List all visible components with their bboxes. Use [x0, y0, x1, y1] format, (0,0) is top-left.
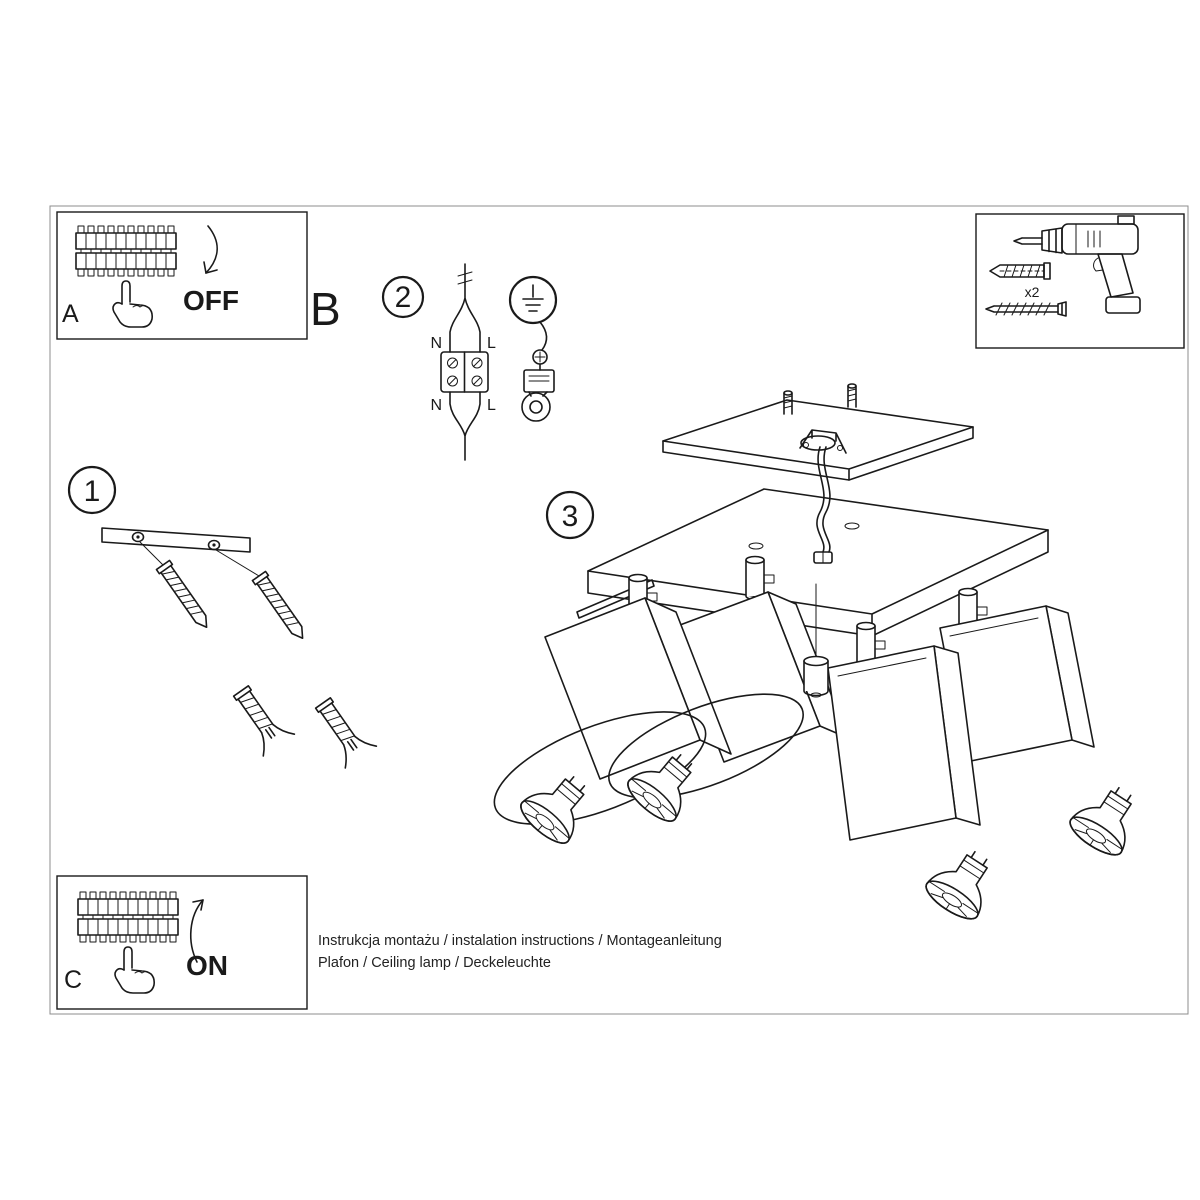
step-2-circle [381, 275, 425, 319]
neutral-top-label: N [430, 335, 442, 352]
terminal-block-icon [440, 351, 489, 393]
circuit-breaker-icon [75, 225, 177, 277]
step-3-assembly: 3 [493, 383, 1151, 927]
switch-up-arrow-icon [189, 899, 204, 963]
wall-plug-icon [989, 262, 1051, 280]
cable-cup-icon [803, 583, 829, 698]
step-1-circle [67, 465, 117, 515]
spotlight-shade [827, 645, 981, 841]
panel-c-label: C [64, 966, 82, 994]
anchor-quantity-label: x2 [1025, 284, 1040, 300]
threaded-stud-icon [783, 390, 793, 415]
step-1-mounting: 1 [67, 465, 378, 769]
mounting-screw-icon [155, 559, 214, 633]
circuit-breaker-icon [77, 891, 179, 943]
screw-icon [985, 301, 1067, 317]
tools-box: x2 [975, 213, 1185, 349]
section-b-wiring: B 2 N L N L [310, 263, 558, 461]
cable-split-icon [449, 263, 481, 353]
shade-rim [608, 693, 804, 799]
mounting-rod-icon [576, 579, 655, 619]
live-bottom-label: L [487, 397, 496, 414]
ceiling-mount-plate [662, 383, 974, 481]
alignment-lines [139, 541, 260, 577]
step-3-circle [545, 490, 595, 540]
off-label: OFF [183, 285, 239, 316]
wall-anchor-icon [306, 691, 378, 769]
mounting-bracket-icon [101, 527, 251, 553]
pointing-hand-icon [114, 946, 155, 994]
gu10-bulb-icon [1064, 774, 1151, 863]
mounting-screw-icon [251, 570, 310, 644]
footer-line-2: Plafon / Ceiling lamp / Deckeleuchte [318, 955, 551, 971]
neutral-bottom-label: N [430, 397, 442, 414]
switch-down-arrow-icon [203, 225, 218, 274]
sheet-border [49, 205, 1189, 1015]
ground-terminal-icon [521, 321, 555, 422]
shade-rim [493, 711, 707, 825]
tools-box-border [975, 213, 1185, 349]
spotlight-shade [939, 605, 1095, 763]
threaded-stud-icon [847, 383, 857, 408]
panel-a-label: A [62, 300, 79, 328]
mounting-strap-icon [799, 429, 847, 454]
cable-hole [800, 435, 836, 451]
power-on-panel: C ON [56, 875, 308, 1010]
live-top-label: L [487, 335, 496, 352]
spotlight-shade [544, 597, 732, 780]
ground-symbol-icon [508, 275, 558, 325]
step-2-number: 2 [395, 281, 412, 314]
gu10-bulb-icon [514, 761, 603, 851]
step-3-number: 3 [562, 500, 579, 533]
footer-line-1: Instrukcja montażu / instalation instruc… [318, 933, 722, 949]
on-label: ON [186, 950, 228, 981]
wall-anchor-icon [224, 679, 296, 757]
step-1-number: 1 [84, 475, 101, 508]
section-b-label: B [310, 283, 341, 335]
power-off-box-border [56, 211, 308, 340]
power-cable [813, 446, 833, 564]
power-off-panel: A OFF [56, 211, 308, 340]
cable-join-icon [449, 391, 481, 461]
power-on-box-border [56, 875, 308, 1010]
gu10-bulb-icon [920, 838, 1007, 927]
drill-icon [1013, 215, 1141, 314]
pointing-hand-icon [112, 280, 153, 328]
